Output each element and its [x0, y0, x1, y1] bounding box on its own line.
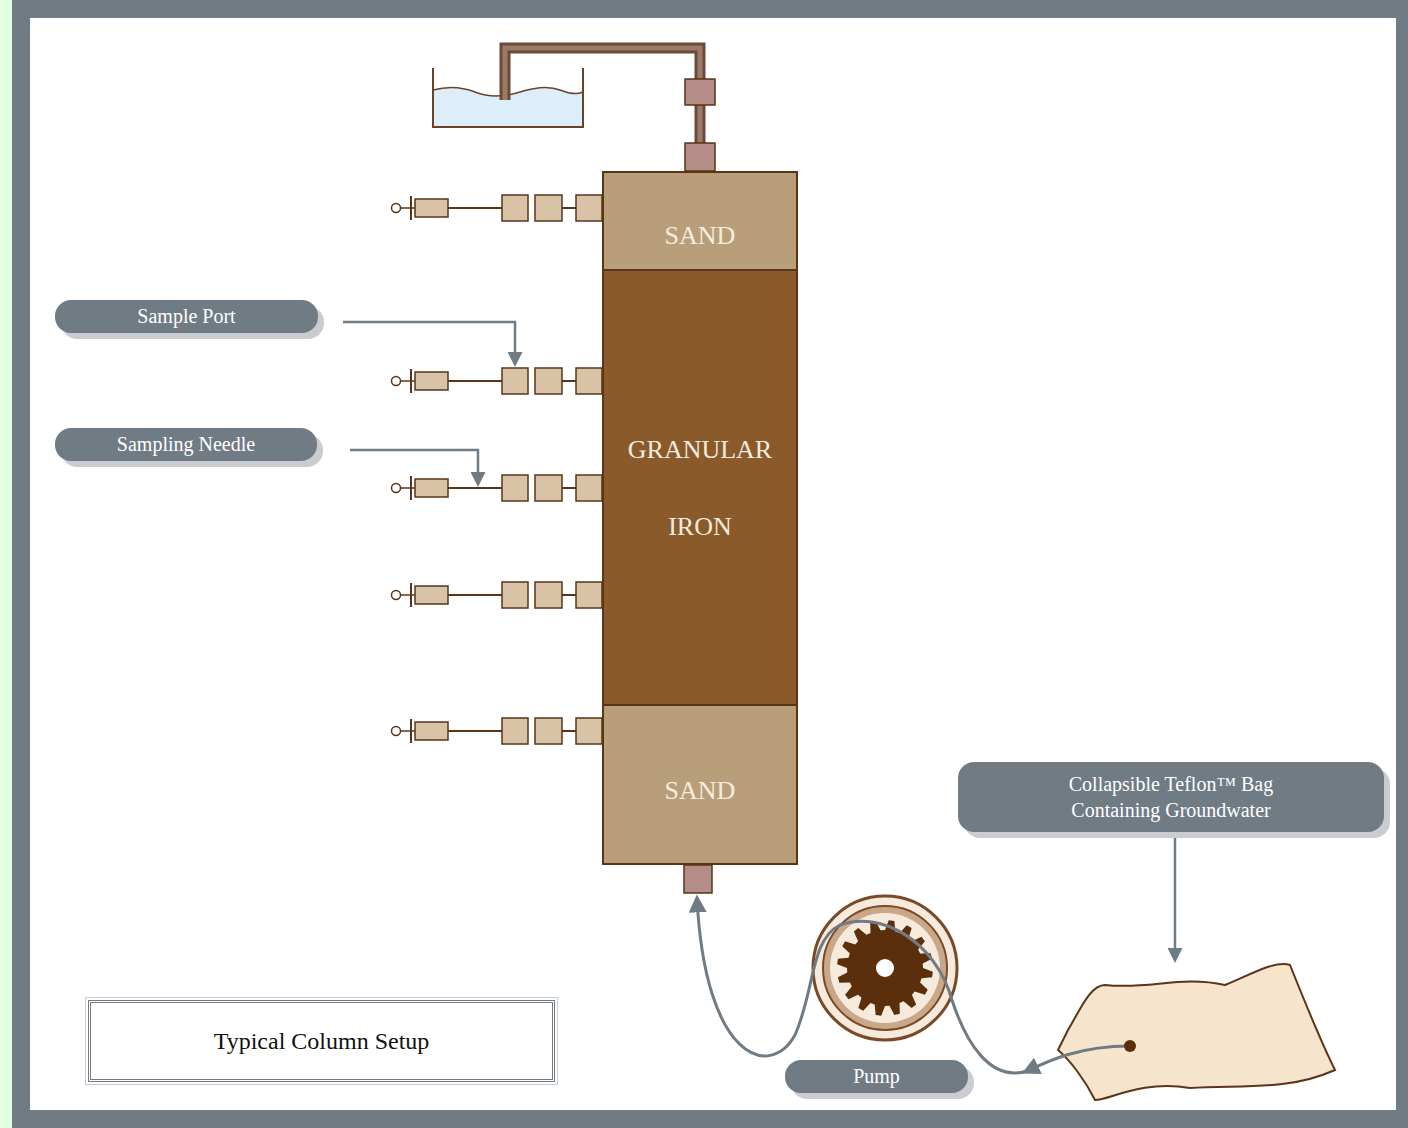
pump-gear	[837, 920, 933, 1016]
tube-intake	[1124, 1040, 1136, 1052]
flow-tube	[697, 898, 1030, 1073]
callout-label: Sample Port	[55, 300, 318, 333]
inlet-fitting	[685, 143, 715, 171]
tube-core	[505, 48, 700, 145]
pump-inner	[830, 913, 940, 1023]
node-text: Pump	[853, 1065, 900, 1088]
pump-housing	[813, 896, 957, 1040]
leader-line	[343, 322, 515, 364]
tube	[505, 48, 700, 145]
node-text: Sample Port	[137, 305, 235, 328]
leader-line	[1174, 836, 1177, 960]
node-text: Collapsible Teflon™ Bag Containing Groun…	[1041, 771, 1301, 823]
pump-hub	[876, 959, 894, 977]
callout-label: Sampling Needle	[55, 428, 317, 461]
node-text: Sampling Needle	[117, 433, 255, 456]
diagram-title: Typical Column Setup	[88, 1000, 555, 1082]
outlet-fitting	[684, 865, 712, 893]
node-text: SAND	[665, 776, 736, 806]
leader-line	[350, 450, 478, 484]
callout-label: Pump	[785, 1060, 968, 1093]
sand-layer: SAND	[602, 704, 798, 865]
node-text: GRANULAR IRON	[628, 411, 772, 565]
node-text: SAND	[665, 221, 736, 251]
callout-label: Collapsible Teflon™ Bag Containing Groun…	[958, 762, 1384, 832]
groundwater-bag	[1058, 964, 1335, 1100]
tube-fitting	[685, 79, 715, 105]
flow-tube	[1025, 1046, 1130, 1072]
sand-layer: SAND	[602, 171, 798, 271]
granular-iron-layer: GRANULAR IRON	[602, 271, 798, 704]
